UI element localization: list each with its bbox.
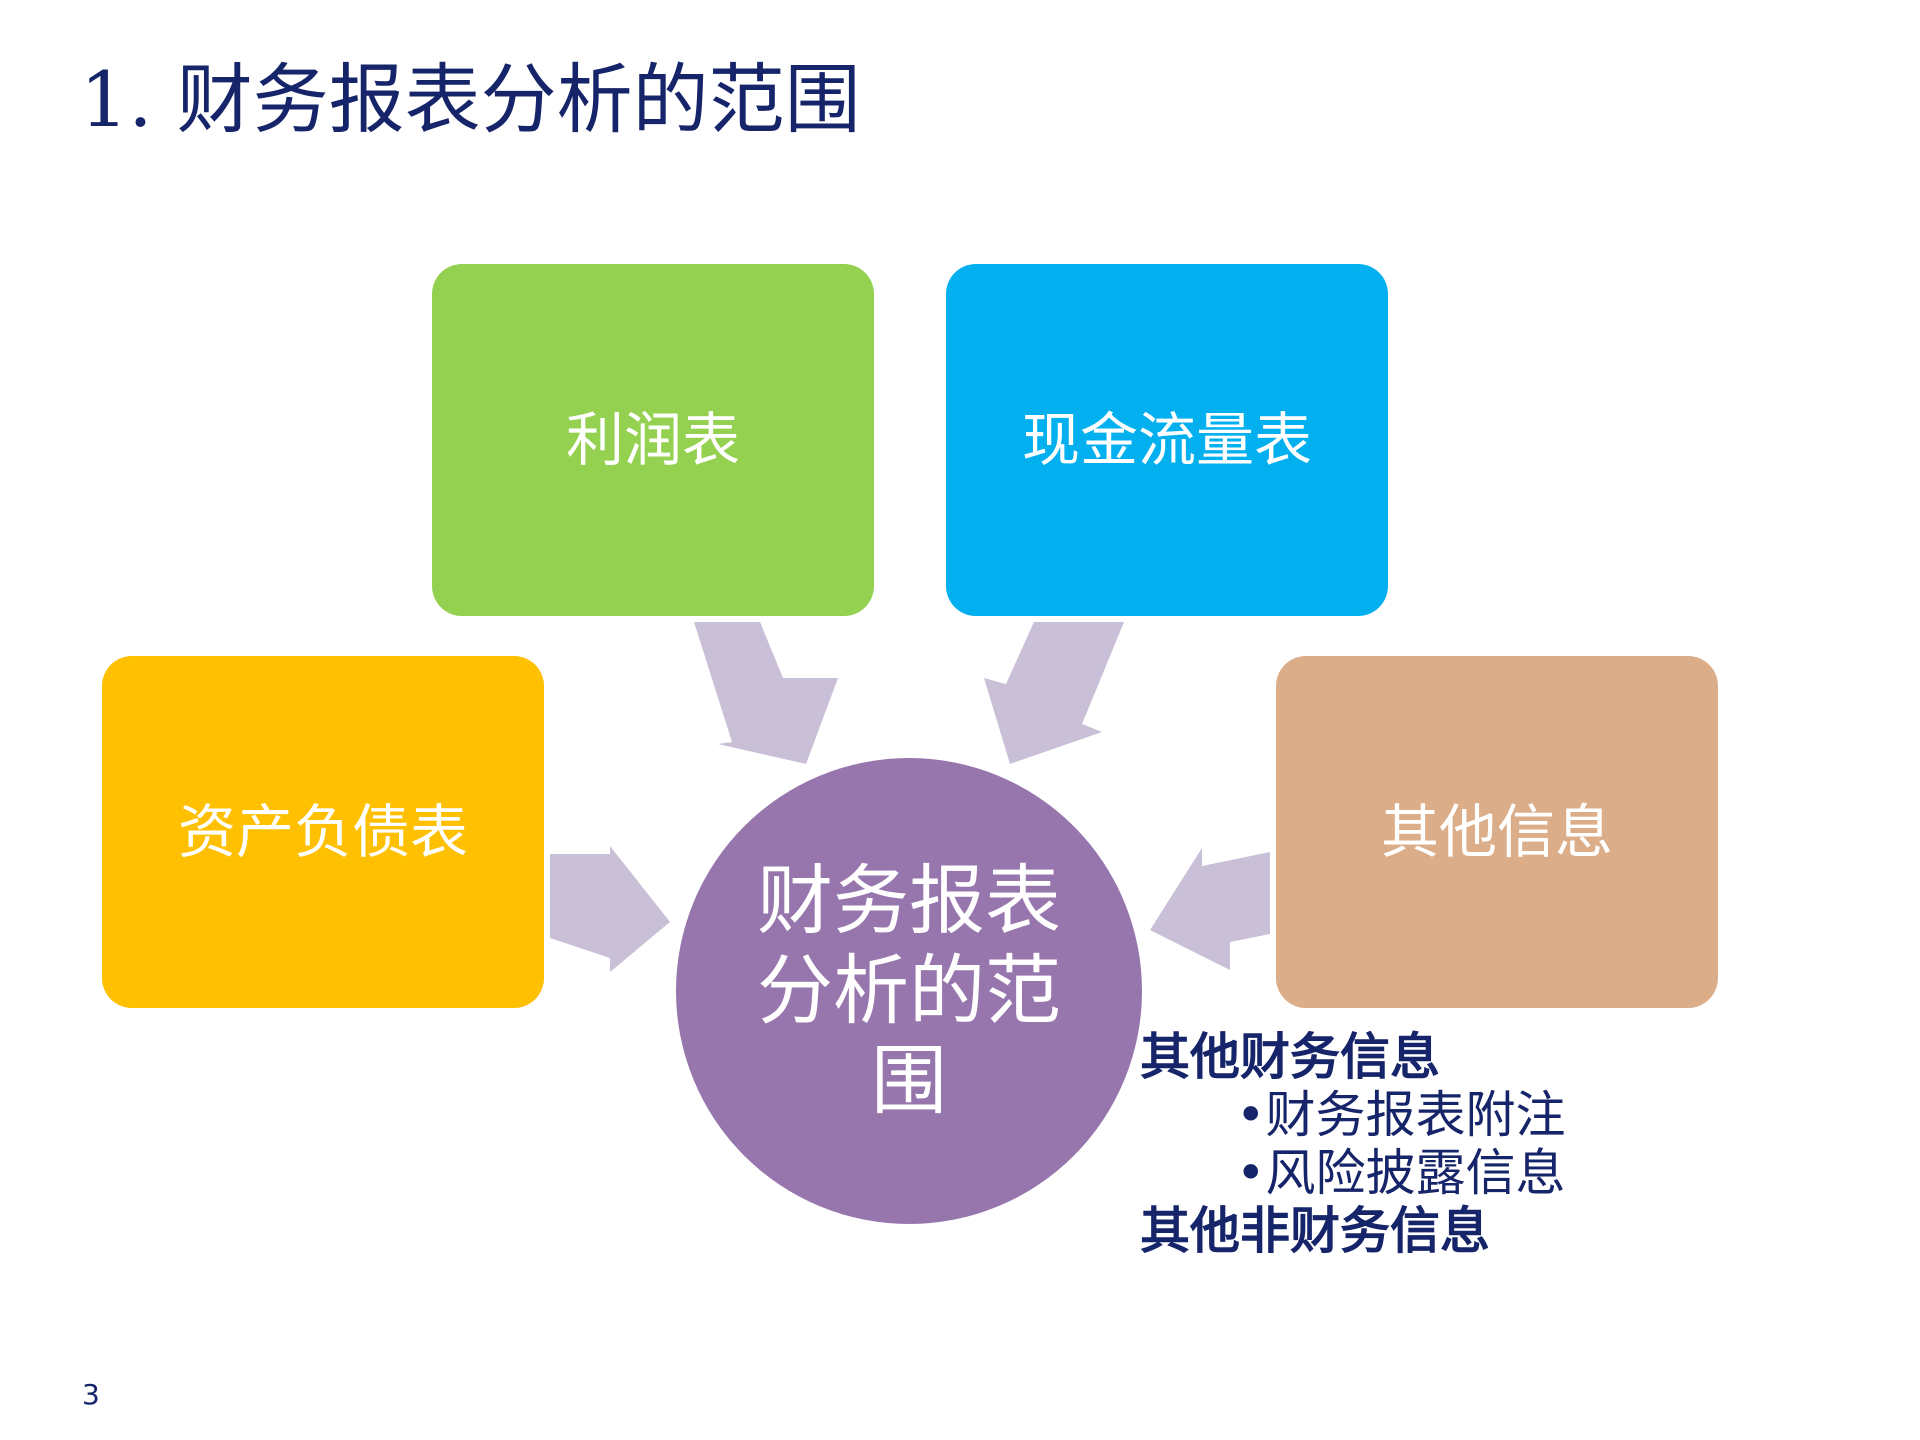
cash-flow-statement-label: 现金流量表 (1021, 406, 1312, 474)
income-statement-box: 利润表 (432, 264, 874, 616)
income-statement-label: 利润表 (565, 406, 740, 474)
bullet-notes: •财务报表附注 (1236, 1086, 1566, 1144)
non-financial-info-heading: 其他非财务信息 (1140, 1201, 1490, 1260)
balance-sheet-label: 资产负债表 (177, 798, 468, 866)
other-information-label: 其他信息 (1380, 798, 1613, 866)
arrow-income-to-center (694, 622, 838, 764)
center-scope-label: 财务报表分析的范围 (757, 856, 1061, 1125)
other-info-details: 其他财务信息 •财务报表附注 •风险披露信息 其他非财务信息 (1140, 1028, 1566, 1260)
arrow-cash-to-center (984, 622, 1124, 764)
financial-info-heading: 其他财务信息 (1140, 1027, 1440, 1086)
cash-flow-statement-box: 现金流量表 (946, 264, 1388, 616)
arrow-balance-to-center (550, 846, 670, 972)
arrow-other-to-center (1150, 848, 1270, 970)
balance-sheet-box: 资产负债表 (102, 656, 544, 1008)
bullet-risk-disclosure: •风险披露信息 (1236, 1144, 1566, 1202)
center-scope-circle: 财务报表分析的范围 (676, 758, 1142, 1224)
slide-title: 1. 财务报表分析的范围 (80, 55, 861, 144)
other-information-box: 其他信息 (1276, 656, 1718, 1008)
page-number: 3 (82, 1378, 100, 1411)
